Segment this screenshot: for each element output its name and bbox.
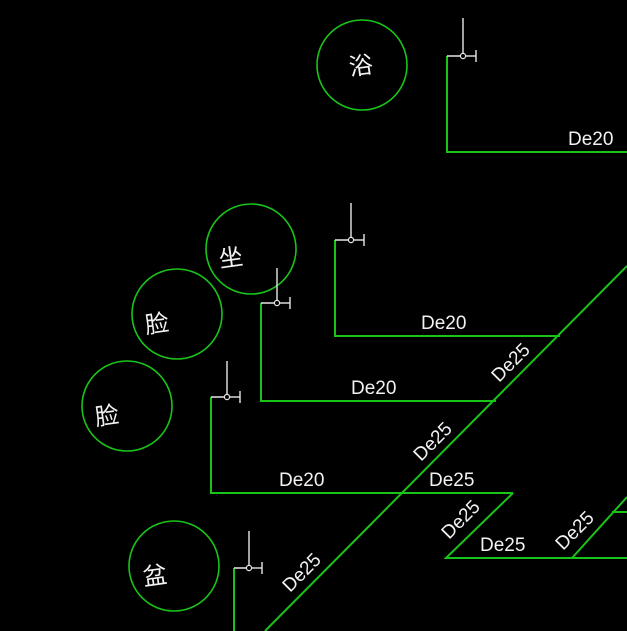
riser-sink xyxy=(234,531,263,574)
riser-bath-valve xyxy=(459,52,467,60)
fixture-basin-lower-circle xyxy=(81,360,173,452)
riser-toilet xyxy=(335,203,365,246)
label-sink-diag: De25 xyxy=(279,550,326,597)
pipe-basin-upper-branch xyxy=(260,303,496,402)
fixture-bath: 浴 xyxy=(316,19,408,111)
label-toilet-branch: De20 xyxy=(421,313,466,334)
riser-sink-line xyxy=(234,531,250,569)
fixture-basin-lower-label: 脸 xyxy=(93,401,121,432)
fixture-toilet-label: 坐 xyxy=(217,243,245,274)
riser-basin-lower-valve xyxy=(223,393,231,401)
riser-toilet-valve xyxy=(347,236,355,244)
fixture-bath-circle xyxy=(316,19,408,111)
pipe-bath-branch xyxy=(446,56,627,153)
riser-basin-upper-valve xyxy=(273,299,281,307)
riser-toilet-line xyxy=(335,203,352,241)
pipe-basin-lower-branch xyxy=(210,397,513,494)
riser-bath xyxy=(447,18,477,62)
main-pipes xyxy=(264,265,627,631)
label-bottom-horizontal: De25 xyxy=(480,535,525,556)
riser-bath-line xyxy=(447,18,464,57)
riser-basin-upper-line xyxy=(261,268,278,304)
fixture-basin-upper-circle xyxy=(131,268,223,360)
label-right-diag: De25 xyxy=(552,508,599,555)
label-lower-diag: De25 xyxy=(438,497,485,544)
pipe-right-diagonal xyxy=(571,496,627,559)
pipe-toilet-branch xyxy=(334,240,560,337)
label-mid-horizontal: De25 xyxy=(429,470,474,491)
fixture-bath-label: 浴 xyxy=(347,51,375,82)
pipe-main-diagonal xyxy=(264,265,627,631)
label-basin-upper-branch: De20 xyxy=(351,378,396,399)
riser-basin-upper xyxy=(261,268,291,309)
fixture-sink-circle xyxy=(128,520,220,612)
fixture-basin-upper: 脸 xyxy=(131,268,223,360)
label-bath-branch: De20 xyxy=(568,129,613,150)
fixture-toilet: 坐 xyxy=(205,203,297,295)
fixture-basin-upper-label: 脸 xyxy=(143,309,171,340)
risers xyxy=(211,18,477,574)
pipe-labels: De20 De20 De20 De20 De25 De25 De25 De25 … xyxy=(279,129,614,597)
fixture-sink: 盆 xyxy=(128,520,220,612)
label-main-middle: De25 xyxy=(410,419,457,466)
label-basin-lower-branch: De20 xyxy=(279,470,324,491)
riser-basin-lower-line xyxy=(211,361,228,398)
fixture-sink-label: 盆 xyxy=(141,561,169,592)
fixture-basin-lower: 脸 xyxy=(81,360,173,452)
label-main-upper: De25 xyxy=(488,340,535,387)
pipe-lower-loop xyxy=(443,492,627,559)
riser-basin-lower xyxy=(211,361,241,403)
riser-sink-valve xyxy=(245,564,253,572)
branch-pipes xyxy=(210,56,627,631)
fixture-toilet-circle xyxy=(205,203,297,295)
